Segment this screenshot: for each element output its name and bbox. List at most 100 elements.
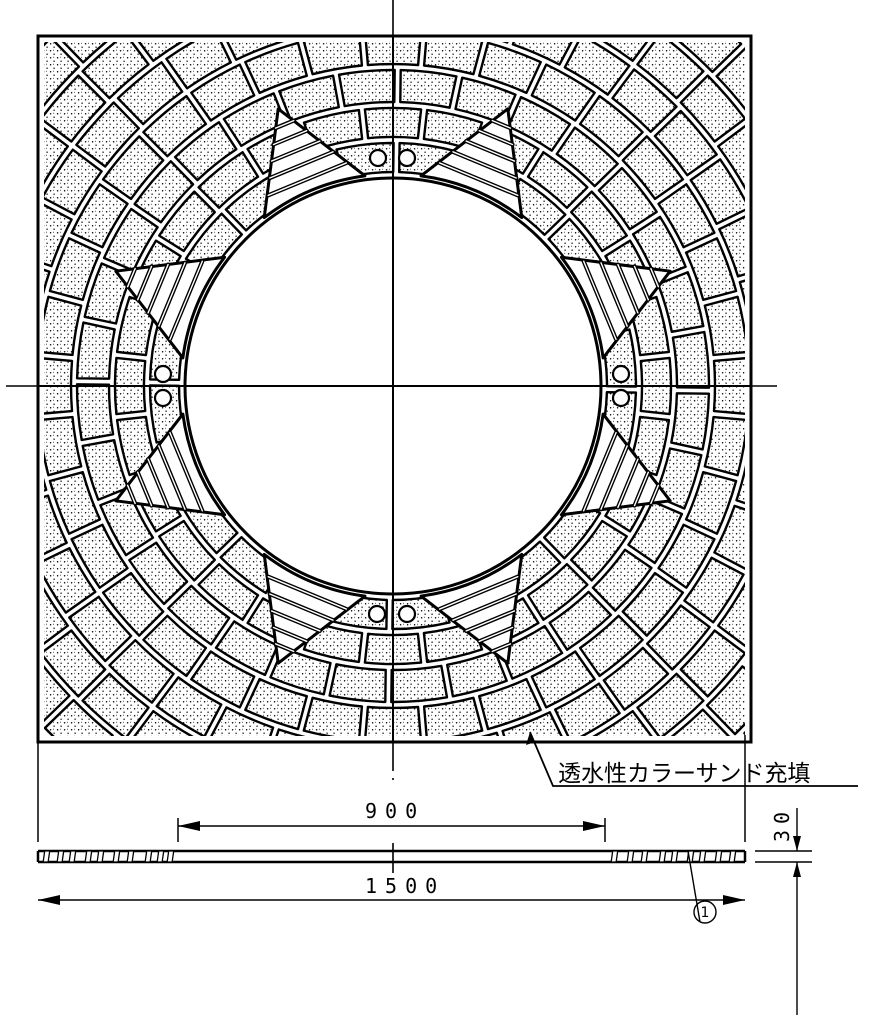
- sand-cell: [81, 672, 150, 736]
- sand-cell: [70, 183, 129, 249]
- sand-cell: [0, 138, 7, 205]
- sand-cell: [133, 160, 195, 224]
- sand-cell: [44, 415, 83, 477]
- sand-cell: [636, 672, 705, 736]
- sand-cell: [845, 167, 869, 236]
- sand-cell: [705, 665, 745, 736]
- sand-cell: [425, 781, 484, 826]
- sand-cell: [511, 42, 573, 66]
- sand-cell: [866, 228, 869, 294]
- sand-cell: [190, 63, 256, 122]
- sand-cell: [337, 68, 396, 108]
- callout-arrowhead: [526, 732, 535, 745]
- sand-cell: [399, 68, 458, 109]
- sand-cell: [44, 148, 103, 216]
- sand-cell: [537, 0, 602, 30]
- triangle-rib-inner: [650, 267, 660, 288]
- sand-cell: [302, 42, 364, 76]
- sand-cell: [653, 109, 718, 177]
- sand-cell: [570, 190, 628, 253]
- sand-cell: [838, 333, 869, 391]
- sand-cell: [578, 94, 644, 158]
- sand-cell: [554, 682, 621, 736]
- triangle-rib-inner: [452, 593, 517, 621]
- sand-cell: [485, 859, 551, 917]
- sand-cell: [101, 135, 165, 201]
- sand-cell: [482, 0, 545, 6]
- sand-cell: [788, 418, 833, 477]
- sand-cell: [636, 42, 705, 100]
- sand-cell: [44, 665, 71, 723]
- sand-cell: [137, 42, 184, 62]
- sand-cell: [599, 810, 670, 877]
- sand-cell: [81, 439, 130, 501]
- sand-cell: [530, 650, 596, 709]
- sand-cell: [0, 177, 37, 242]
- sand-cell: [44, 42, 81, 107]
- sand-cell: [563, 42, 631, 96]
- sand-cell: [653, 447, 703, 510]
- sand-cell: [679, 74, 745, 143]
- sand-cell: [743, 730, 745, 736]
- sand-cell: [679, 629, 745, 698]
- sand-cell: [83, 262, 133, 325]
- sand-cell: [44, 494, 68, 556]
- sand-cell: [837, 396, 869, 454]
- sand-cell: [222, 92, 287, 148]
- triangle-rib-inner: [452, 151, 517, 179]
- sand-cell: [548, 590, 613, 651]
- sand-cell: [190, 650, 256, 709]
- sand-cell: [173, 121, 238, 182]
- sand-cell: [133, 710, 194, 736]
- triangle-rib-inner: [438, 575, 519, 610]
- sand-cell: [142, 94, 208, 158]
- sand-cell: [44, 268, 51, 295]
- sand-cell: [744, 661, 745, 663]
- sand-cell: [389, 831, 447, 874]
- sand-cell: [684, 471, 738, 535]
- side-view: 1500 900 1 30: [36, 735, 812, 1015]
- rib-section: [640, 850, 649, 863]
- sand-cell: [478, 42, 542, 95]
- triangle-rib-inner: [270, 140, 321, 162]
- sand-cell: [102, 207, 159, 272]
- bolt-hole: [611, 388, 631, 408]
- sand-cell: [99, 492, 155, 557]
- sand-cell: [44, 126, 69, 186]
- sand-cell: [597, 166, 658, 231]
- sand-cell: [611, 68, 678, 133]
- sand-cell: [0, 234, 13, 297]
- sand-cell: [788, 295, 833, 354]
- sand-cell: [70, 523, 129, 589]
- sand-cell: [210, 706, 275, 736]
- sand-cell: [646, 604, 711, 671]
- sand-cell: [779, 566, 840, 633]
- triangle-rib-inner: [465, 140, 516, 162]
- sand-cell: [773, 234, 825, 297]
- bolt-hole: [611, 364, 631, 384]
- triangle-rib-inner: [617, 263, 639, 314]
- sand-cell: [570, 519, 628, 582]
- sand-cell: [507, 95, 572, 152]
- triangle-rib-inner: [617, 458, 639, 509]
- callout-leader-line: [529, 731, 858, 787]
- sand-cell: [656, 271, 705, 333]
- rib-section: [698, 850, 707, 863]
- sand-cell: [717, 581, 745, 648]
- sand-cell: [61, 42, 108, 64]
- triangle-rib-inner: [491, 119, 512, 129]
- sand-cell: [81, 42, 150, 100]
- sand-cell: [13, 737, 86, 809]
- bolt-hole: [153, 364, 173, 384]
- rib-section: [68, 850, 77, 863]
- sand-cell: [128, 541, 189, 606]
- sand-cell: [0, 6, 42, 79]
- rib-section: [156, 850, 165, 863]
- sand-cell: [480, 731, 500, 736]
- triangle-rib-inner: [267, 162, 348, 197]
- sand-cell: [866, 478, 869, 544]
- sand-cell: [390, 745, 446, 784]
- sand-cell: [244, 42, 308, 95]
- rib-section: [728, 850, 737, 863]
